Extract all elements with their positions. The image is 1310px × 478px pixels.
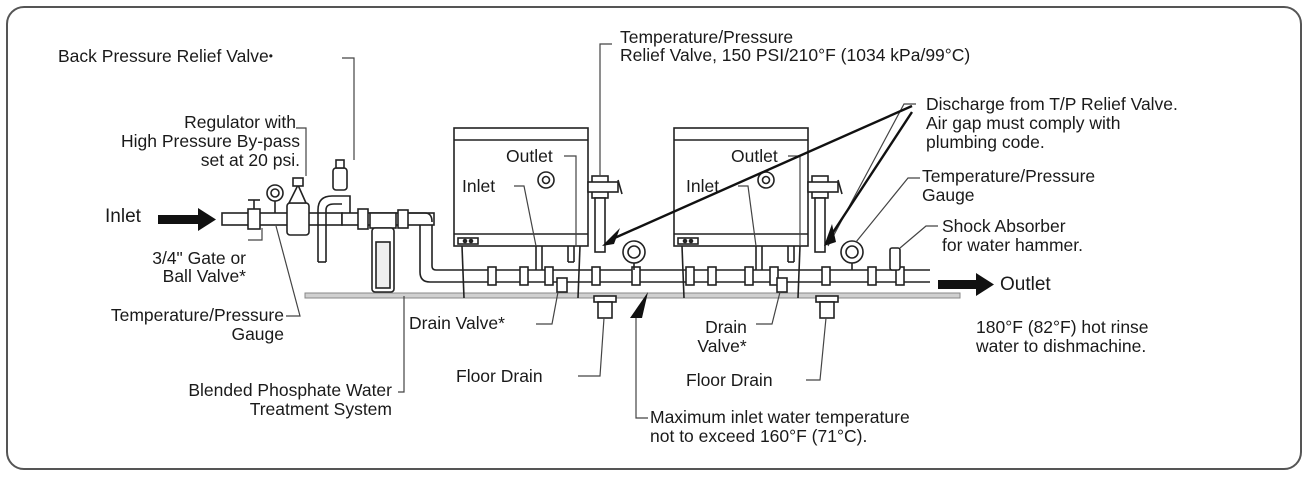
label-tp-gauge-right-line-2: Gauge [922, 185, 975, 205]
regulator [286, 177, 310, 236]
label-shock-absorber-line-2: for water hammer. [942, 235, 1084, 255]
label-floor-drain-right: Floor Drain [686, 370, 773, 390]
label-tp-gauge-left-line-1: Temperature/Pressure [110, 305, 284, 325]
label-drain-valve-left: Drain Valve* [409, 313, 505, 333]
outlet-arrow [938, 273, 994, 296]
label-regulator-line-3: set at 20 psi. [200, 150, 300, 170]
label-tp-relief-line-2: Relief Valve, 150 PSI/210°F (1034 kPa/99… [620, 45, 971, 65]
label-max-inlet-line-2: not to exceed 160°F (71°C). [650, 426, 868, 446]
gate-valve [247, 199, 261, 230]
shock-absorber [889, 247, 901, 271]
discharge-arrows [602, 104, 914, 246]
inlet-arrow [158, 208, 216, 231]
label-drain-valve-right-line-1: Drain [705, 317, 747, 337]
tp-relief-valve-2 [807, 175, 843, 253]
label-phosphate-line-1: Blended Phosphate Water [188, 380, 392, 400]
label-outlet-heater-1: Outlet [506, 146, 553, 166]
diagram-frame [6, 6, 1302, 470]
label-gate-valve-line-2: Ball Valve* [162, 266, 246, 286]
label-discharge-line-2: Air gap must comply with [926, 113, 1121, 133]
label-outlet-main: Outlet [1000, 274, 1051, 295]
label-back-pressure-relief-valve: Back Pressure Relief Valve• [58, 46, 273, 66]
drain-valve-2 [776, 277, 788, 293]
booster-heater-2 [673, 127, 809, 299]
label-discharge-line-1: Discharge from T/P Relief Valve. [926, 94, 1178, 114]
tp-gauge-right [840, 240, 864, 270]
inlet-pipe [221, 212, 343, 226]
label-hot-rinse-line-1: 180°F (82°F) hot rinse [976, 317, 1149, 337]
floor-drain-1 [593, 295, 617, 319]
manifold-fittings [487, 266, 905, 286]
label-max-inlet-line-1: Maximum inlet water temperature [650, 407, 910, 427]
label-tp-relief-line-1: Temperature/Pressure [620, 27, 794, 47]
label-hot-rinse-line-2: water to dishmachine. [976, 336, 1147, 356]
label-discharge-line-3: plumbing code. [926, 132, 1045, 152]
label-gate-valve-line-1: 3/4" Gate or [152, 248, 246, 268]
floor-drain-2 [815, 295, 839, 319]
label-tp-gauge-right-line-1: Temperature/Pressure [922, 166, 1096, 186]
back-pressure-relief-valve [317, 159, 351, 263]
tp-gauge-left [266, 184, 284, 213]
label-inlet-heater-2: Inlet [686, 176, 720, 196]
label-inlet-heater-1: Inlet [462, 176, 496, 196]
label-regulator-line-1: Regulator with [184, 112, 296, 132]
label-inlet-main: Inlet [105, 206, 141, 227]
leader-lines [248, 43, 938, 419]
label-regulator-line-2: High Pressure By-pass [121, 131, 300, 151]
label-phosphate-line-2: Treatment System [249, 399, 392, 419]
tp-relief-valve-1 [587, 175, 623, 253]
floor-line [304, 292, 961, 299]
treatment-system [369, 209, 409, 293]
label-drain-valve-right-line-2: Valve* [697, 336, 747, 356]
label-outlet-heater-2: Outlet [731, 146, 778, 166]
tp-gauge-center [622, 240, 646, 270]
drain-valve-1 [556, 277, 568, 293]
label-floor-drain-left: Floor Drain [456, 366, 543, 386]
label-tp-gauge-left-line-2: Gauge [231, 324, 284, 344]
label-shock-absorber-line-1: Shock Absorber [942, 216, 1066, 236]
